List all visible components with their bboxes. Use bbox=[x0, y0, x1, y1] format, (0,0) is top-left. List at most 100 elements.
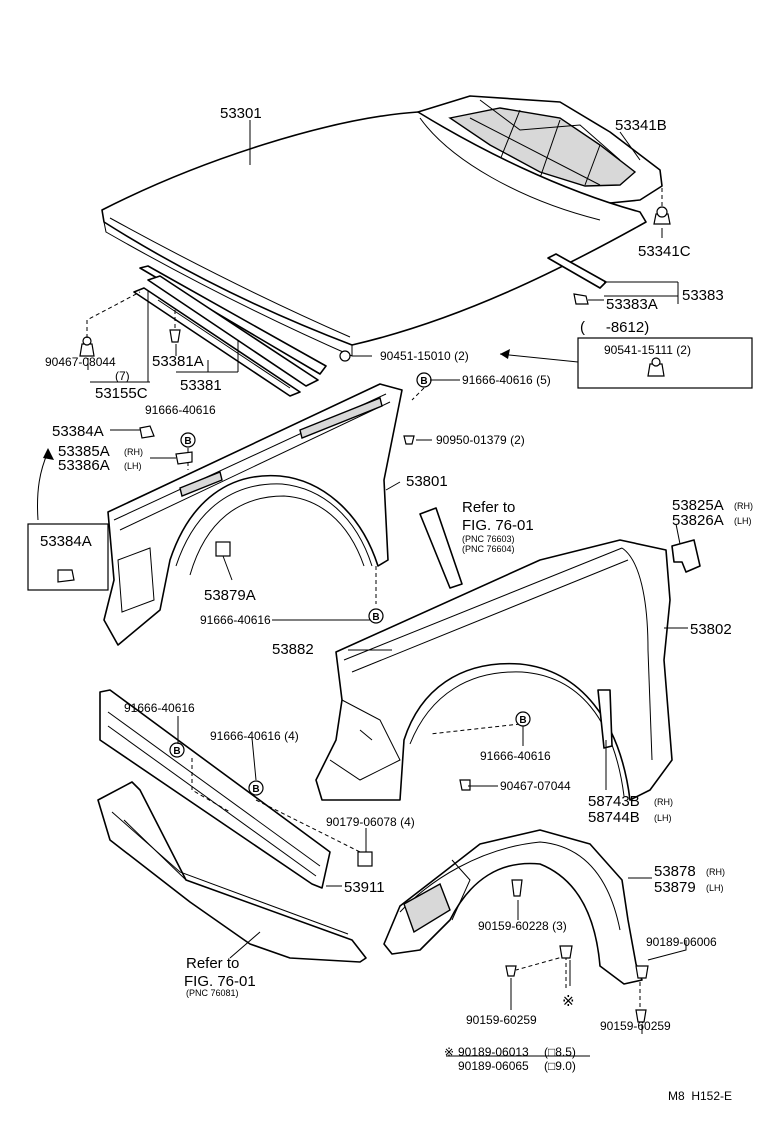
side-seal-arrowhead bbox=[43, 448, 54, 460]
label-hood-clip-callout: 90541-15111 (2) bbox=[604, 343, 691, 357]
bolt-symbol-4: B bbox=[169, 742, 185, 758]
label-clip-90467-low: 90467-07044 bbox=[500, 779, 571, 793]
label-clip-90189: 90189-06006 bbox=[646, 935, 717, 949]
label-bolt-5: 91666-40616 (5) bbox=[462, 373, 551, 387]
mudguard-drawing bbox=[671, 539, 701, 573]
bolt-symbol-3: B bbox=[368, 608, 384, 624]
label-screw-90159-b: 90159-60259 bbox=[600, 1019, 671, 1033]
clip-90189-icon bbox=[635, 965, 649, 979]
label-fig-2: FIG. 76-01 bbox=[184, 973, 256, 990]
label-side-seal-a: 53384A bbox=[52, 423, 104, 440]
bolt-symbol-6: B bbox=[515, 711, 531, 727]
label-cowl-panel: 53155C bbox=[95, 385, 148, 402]
hood-drawing bbox=[101, 111, 647, 357]
screw-90159-lower-b bbox=[635, 1009, 647, 1023]
label-liner-lh: 53879 bbox=[654, 879, 696, 896]
label-liner-rh-tag: (RH) bbox=[706, 867, 725, 877]
label-liner-rh: 53878 bbox=[654, 863, 696, 880]
fender-rh-drawing bbox=[103, 383, 403, 646]
liner-dash-1 bbox=[515, 955, 567, 971]
screw-90159-icon bbox=[511, 879, 523, 897]
screw-90159-lower-a bbox=[505, 965, 517, 977]
label-flap-rh-tag: (RH) bbox=[654, 797, 673, 807]
label-insulator-clip: 53341C bbox=[638, 243, 691, 260]
svg-text:B: B bbox=[372, 612, 379, 623]
label-hood-seal-sub: 53381A bbox=[152, 353, 204, 370]
bolt-symbol-5: B bbox=[248, 780, 264, 796]
label-hood: 53301 bbox=[220, 105, 262, 122]
leader-lines bbox=[87, 120, 688, 1034]
fender-liner-drawing bbox=[383, 829, 643, 985]
fender-bolt-dash-1 bbox=[411, 387, 425, 401]
label-clip-90467-top: 90467-08044 bbox=[45, 355, 116, 369]
apron-dash-1 bbox=[191, 758, 231, 813]
nut-90179-icon bbox=[357, 851, 373, 867]
label-screw-90159-3: 90159-60228 (3) bbox=[478, 919, 567, 933]
label-fender-seal: 53882 bbox=[272, 641, 314, 658]
svg-text:B: B bbox=[252, 784, 259, 795]
clip-90467-low-icon bbox=[459, 779, 471, 791]
refer-part-drawing bbox=[419, 507, 463, 589]
label-refer-to-2: Refer to bbox=[186, 955, 239, 972]
svg-text:B: B bbox=[173, 746, 180, 757]
label-pnc-1a: (PNC 76603) bbox=[462, 534, 515, 544]
callout-box-clip bbox=[577, 337, 753, 389]
label-fender-lh: 53802 bbox=[690, 621, 732, 638]
label-nut-90179: 90179-06078 (4) bbox=[326, 815, 415, 829]
label-bolt-apron-top: 91666-40616 bbox=[124, 701, 195, 715]
label-apron-seal: 53911 bbox=[344, 879, 385, 896]
bolt-symbol-1: B bbox=[416, 372, 432, 388]
label-hood-seal-main: 53381 bbox=[180, 377, 222, 394]
label-hood-seal-assy: 53383 bbox=[682, 287, 724, 304]
label-note-1: 90189-06013 bbox=[458, 1045, 529, 1059]
label-retainer-lh-tag: (LH) bbox=[124, 461, 142, 471]
label-refer-to-1: Refer to bbox=[462, 499, 515, 516]
svg-text:B: B bbox=[519, 715, 526, 726]
label-note-2: 90189-06065 bbox=[458, 1059, 529, 1073]
label-seal-date-range: ( -8612) bbox=[580, 319, 649, 336]
label-clip-90451: 90451-15010 (2) bbox=[380, 349, 469, 363]
label-hood-insulator: 53341B bbox=[615, 117, 667, 134]
label-retainer-lh: 53386A bbox=[58, 457, 110, 474]
nut-53879a-icon bbox=[215, 541, 233, 581]
label-pnc-2: (PNC 76081) bbox=[186, 988, 239, 998]
flap-drawing bbox=[597, 689, 613, 749]
label-screw-90950: 90950-01379 (2) bbox=[436, 433, 525, 447]
label-retainer-rh-tag: (RH) bbox=[124, 447, 143, 457]
clip-90467-icon bbox=[79, 291, 141, 357]
label-note-1-size: (□8.5) bbox=[544, 1045, 576, 1059]
lower-cover-drawing bbox=[97, 781, 367, 963]
label-fig-1: FIG. 76-01 bbox=[462, 517, 534, 534]
label-mudguard-rh: 53825A bbox=[672, 497, 724, 514]
label-qty-7: (7) bbox=[115, 369, 130, 383]
clip-53384a-icon bbox=[139, 425, 155, 439]
callout-arrowhead bbox=[500, 349, 510, 359]
side-seal-arrow bbox=[37, 451, 49, 521]
callout-arrow bbox=[499, 353, 579, 363]
retainer-53385a-icon bbox=[175, 451, 193, 465]
svg-text:B: B bbox=[184, 436, 191, 447]
label-fender-rh: 53801 bbox=[406, 473, 448, 490]
label-footer-code: M8 H152-E bbox=[668, 1089, 732, 1103]
label-bolt-apron-4: 91666-40616 (4) bbox=[210, 729, 299, 743]
label-mudguard-rh-tag: (RH) bbox=[734, 501, 753, 511]
cowl-seal-drawing bbox=[133, 265, 351, 397]
label-pnc-1b: (PNC 76604) bbox=[462, 544, 515, 554]
label-bolt-top-left: 91666-40616 bbox=[145, 403, 216, 417]
svg-text:B: B bbox=[420, 376, 427, 387]
label-note-2-size: (□9.0) bbox=[544, 1059, 576, 1073]
labels: 53301 53341B 53341C 53383 53383A ( -8612… bbox=[40, 105, 753, 1103]
label-bolt-fender-front: 91666-40616 bbox=[480, 749, 551, 763]
clip-note-icon bbox=[559, 945, 573, 959]
label-note-mark-2: ※ bbox=[444, 1045, 454, 1059]
hood-insulator-drawing bbox=[417, 95, 663, 205]
apron-dash-2 bbox=[255, 799, 361, 853]
label-retainer-rh: 53385A bbox=[58, 443, 110, 460]
screw-90950-icon bbox=[403, 435, 415, 445]
label-mudguard-lh: 53826A bbox=[672, 512, 724, 529]
apron-seal-drawing bbox=[99, 689, 331, 889]
label-bolt-fender-low: 91666-40616 bbox=[200, 613, 271, 627]
label-side-seal-a-box: 53384A bbox=[40, 533, 92, 550]
clip-53381a-icon bbox=[169, 310, 181, 343]
